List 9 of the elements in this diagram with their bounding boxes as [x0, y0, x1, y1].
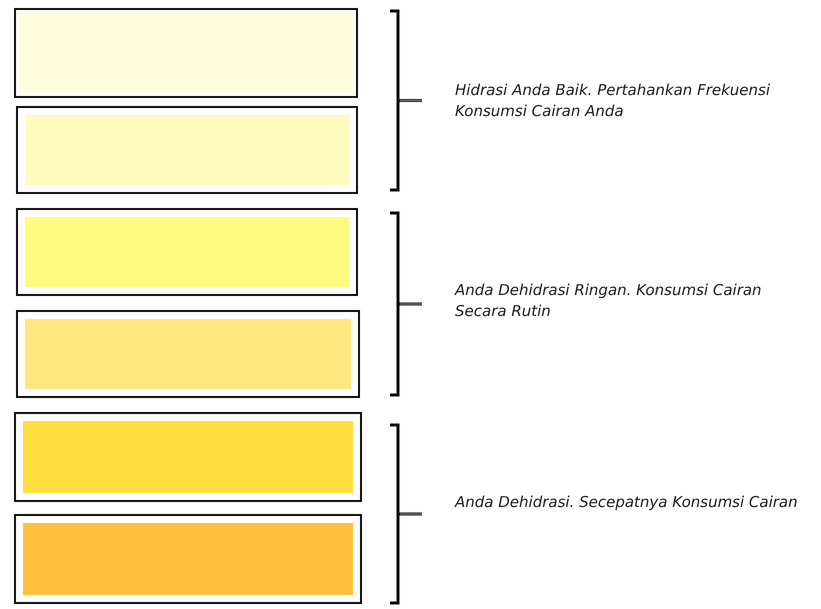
note-text: Anda Dehidrasi Ringan. Konsumsi Cairan Secara Rutin [455, 280, 763, 322]
color-swatch [16, 208, 358, 296]
note-text: Hidrasi Anda Baik. Pertahankan Frekuensi Konsumsi Cairan Anda [455, 80, 772, 122]
color-swatch [14, 8, 358, 98]
color-swatch [14, 514, 362, 604]
color-swatch [16, 106, 358, 194]
color-swatch [16, 310, 360, 398]
note-text: Anda Dehidrasi. Secepatnya Konsumsi Cairan [455, 492, 799, 513]
color-swatch [14, 412, 362, 502]
